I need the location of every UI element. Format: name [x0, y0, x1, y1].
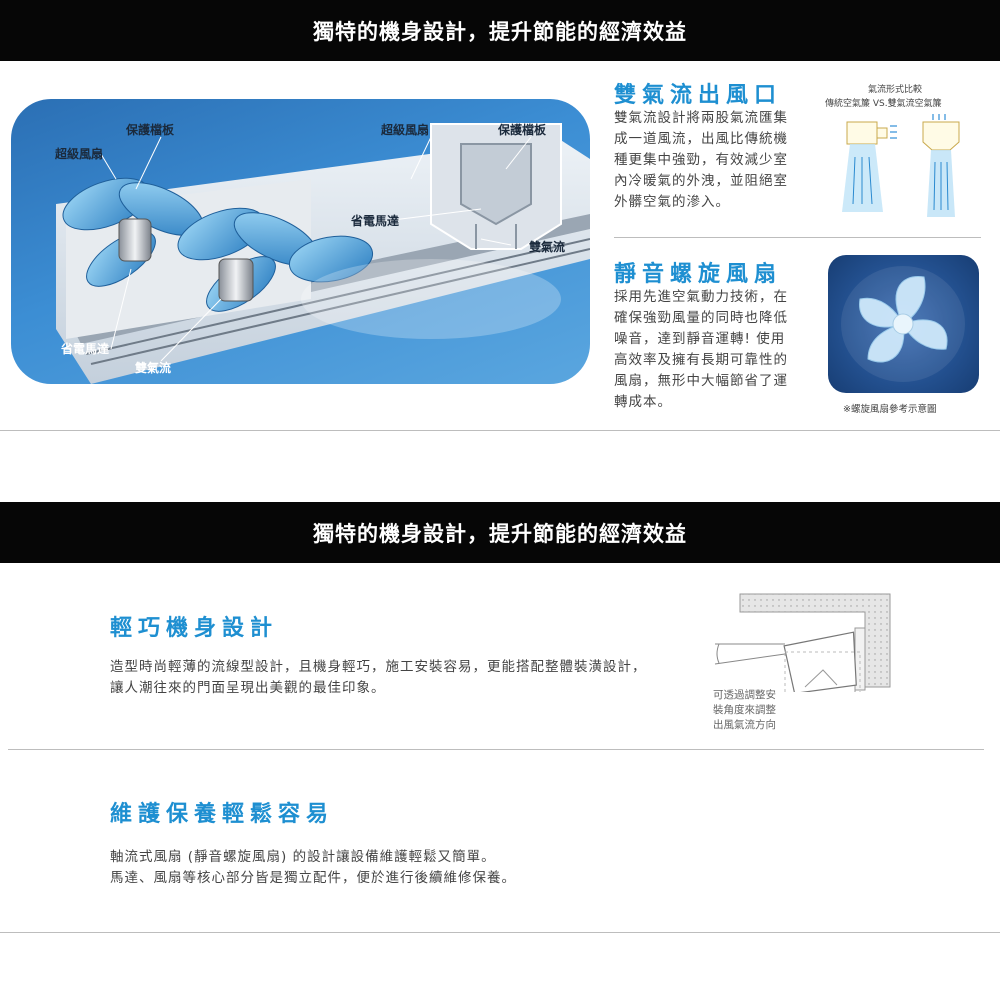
- divider: [614, 237, 981, 238]
- maintenance-description: 軸流式風扇 (靜音螺旋風扇) 的設計讓設備維護輕鬆又簡單。 馬達、風扇等核心部分…: [110, 847, 516, 889]
- dual-outlet-title: 雙氣流出風口: [614, 83, 783, 108]
- text-line: 採用先進空氣動力技術，在: [614, 289, 788, 305]
- fan-reference-note: ※螺旋風扇參考示意圖: [843, 404, 937, 415]
- text-line: 風扇，無形中大幅節省了運: [614, 373, 788, 389]
- text-line: 可透過調整安: [713, 689, 776, 701]
- text-line: 馬達、風扇等核心部分皆是獨立配件，便於進行後續維修保養。: [110, 870, 516, 886]
- silent-fan-title: 靜音螺旋風扇: [614, 262, 783, 287]
- text-line: 確保強勁風量的同時也降低: [614, 310, 788, 326]
- installation-angle-diagram: [714, 593, 891, 692]
- silent-fan-description: 採用先進空氣動力技術，在 確保強勁風量的同時也降低 噪音，達到靜音運轉! 使用 …: [614, 287, 788, 413]
- text-line: 軸流式風扇 (靜音螺旋風扇) 的設計讓設備維護輕鬆又簡單。: [110, 849, 496, 865]
- dual-flow-curtain-icon: [922, 114, 960, 217]
- installation-note: 可透過調整安 裝角度來調整 出風氣流方向: [713, 688, 776, 733]
- section-banner: 獨特的機身設計，提升節能的經濟效益: [0, 0, 1000, 61]
- airflow-comparison-diagram: [842, 114, 960, 217]
- banner-title: 獨特的機身設計，提升節能的經濟效益: [313, 19, 687, 44]
- callout-super-fan-right: 超級風扇: [381, 123, 430, 137]
- callout-motor-left: 省電馬達: [61, 342, 110, 356]
- text-line: 外髒空氣的滲入。: [614, 194, 730, 210]
- callout-dual-flow-bottom: 雙氣流: [135, 361, 172, 375]
- section-banner: 獨特的機身設計，提升節能的經濟效益: [0, 502, 1000, 563]
- airflow-illustration: 保護檔板 超級風扇 超級風扇 保護檔板 省電馬達 雙氣流 省電馬達 雙氣流: [11, 99, 590, 384]
- callout-guard-right: 保護檔板: [498, 123, 547, 137]
- divider: [8, 749, 984, 750]
- light-body-description: 造型時尚輕薄的流線型設計，且機身輕巧，施工安裝容易，更能搭配整體裝潢設計， 讓人…: [110, 657, 647, 699]
- text-line: 造型時尚輕薄的流線型設計，且機身輕巧，施工安裝容易，更能搭配整體裝潢設計，: [110, 659, 647, 675]
- unit-cutaway-graphic: [56, 123, 590, 384]
- text-line: 裝角度來調整: [713, 704, 776, 716]
- text-line: 高效率及擁有長期可靠性的: [614, 352, 788, 368]
- callout-guard-left: 保護檔板: [126, 123, 175, 137]
- section-divider: [0, 932, 1000, 933]
- text-line: 內冷暖氣的外洩，並阻絕室: [614, 173, 788, 189]
- callout-motor-center: 省電馬達: [351, 214, 400, 228]
- section-divider: [0, 430, 1000, 431]
- banner-title: 獨特的機身設計，提升節能的經濟效益: [313, 521, 687, 546]
- light-body-title: 輕巧機身設計: [110, 616, 279, 641]
- spiral-fan-icon: [841, 266, 965, 382]
- text-line: 成一道風流，出風比傳統機: [614, 131, 788, 147]
- text-line: 雙氣流設計將兩股氣流匯集: [614, 110, 788, 126]
- comparison-caption-title: 氣流形式比較: [868, 85, 923, 95]
- callout-super-fan-left: 超級風扇: [55, 147, 104, 161]
- maintenance-title: 維護保養輕鬆容易: [110, 802, 335, 827]
- spiral-fan-image: [828, 255, 979, 393]
- text-line: 讓人潮往來的門面呈現出美觀的最佳印象。: [110, 680, 386, 696]
- text-line: 出風氣流方向: [713, 719, 776, 731]
- dual-outlet-description: 雙氣流設計將兩股氣流匯集 成一道風流，出風比傳統機 種更集中強勁，有效減少室 內…: [614, 108, 788, 213]
- comparison-caption-subtitle: 傳統空氣簾 VS.雙氣流空氣簾: [825, 99, 942, 109]
- text-line: 噪音，達到靜音運轉! 使用: [614, 331, 786, 347]
- traditional-curtain-icon: [842, 121, 897, 212]
- text-line: 種更集中強勁，有效減少室: [614, 152, 788, 168]
- callout-dual-flow-right: 雙氣流: [529, 240, 566, 254]
- text-line: 轉成本。: [614, 394, 672, 410]
